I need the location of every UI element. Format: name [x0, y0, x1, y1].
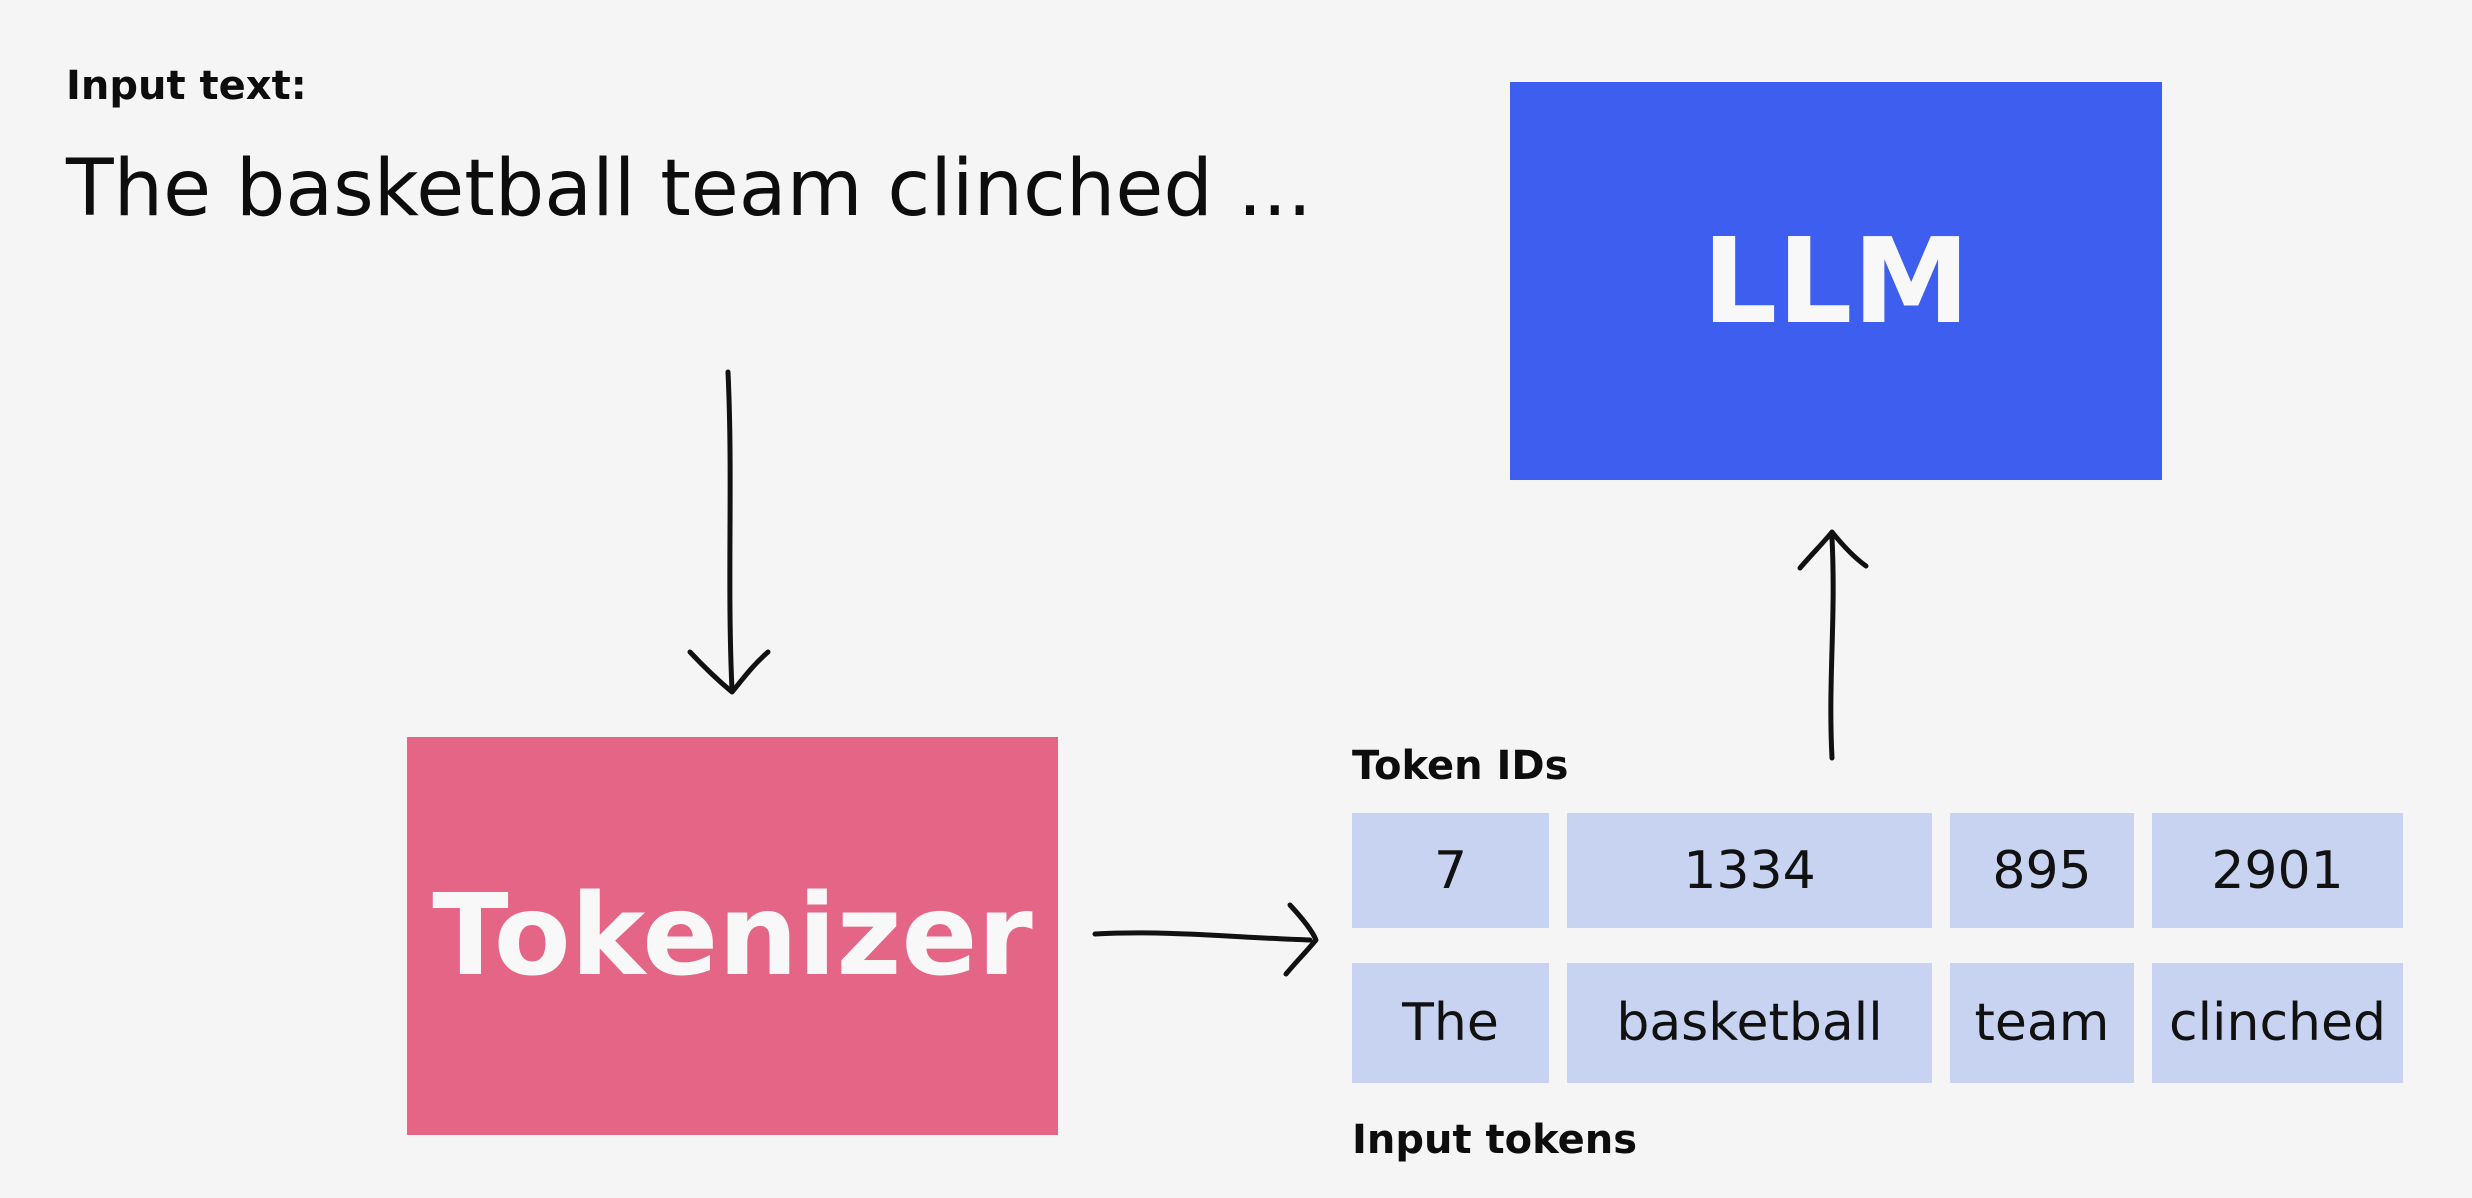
arrow-down-head-icon [687, 649, 771, 695]
arrow-down-icon [725, 369, 735, 693]
input-tokens-label: Input tokens [1352, 1117, 1638, 1163]
arrow-right-icon [1092, 930, 1313, 943]
token-text-cell: team [1950, 963, 2134, 1083]
token-text-cell: clinched [2152, 963, 2403, 1083]
tokenizer-box: Tokenizer [407, 737, 1058, 1135]
arrow-up-head-icon [1797, 529, 1869, 571]
llm-box: LLM [1510, 82, 2162, 480]
llm-label: LLM [1702, 212, 1970, 350]
tokenizer-label: Tokenizer [432, 871, 1033, 1001]
token-id-cell: 2901 [2152, 813, 2403, 928]
token-id-cell: 895 [1950, 813, 2134, 928]
token-text-cell: basketball [1567, 963, 1932, 1083]
input-text-label: Input text: [66, 63, 307, 109]
token-id-cell: 1334 [1567, 813, 1932, 928]
token-ids-label: Token IDs [1352, 743, 1569, 789]
input-text: The basketball team clinched ... [66, 144, 1313, 234]
arrow-up-icon [1828, 535, 1836, 761]
token-text-cell: The [1352, 963, 1549, 1083]
token-id-cell: 7 [1352, 813, 1549, 928]
arrow-right-head-icon [1283, 902, 1319, 977]
